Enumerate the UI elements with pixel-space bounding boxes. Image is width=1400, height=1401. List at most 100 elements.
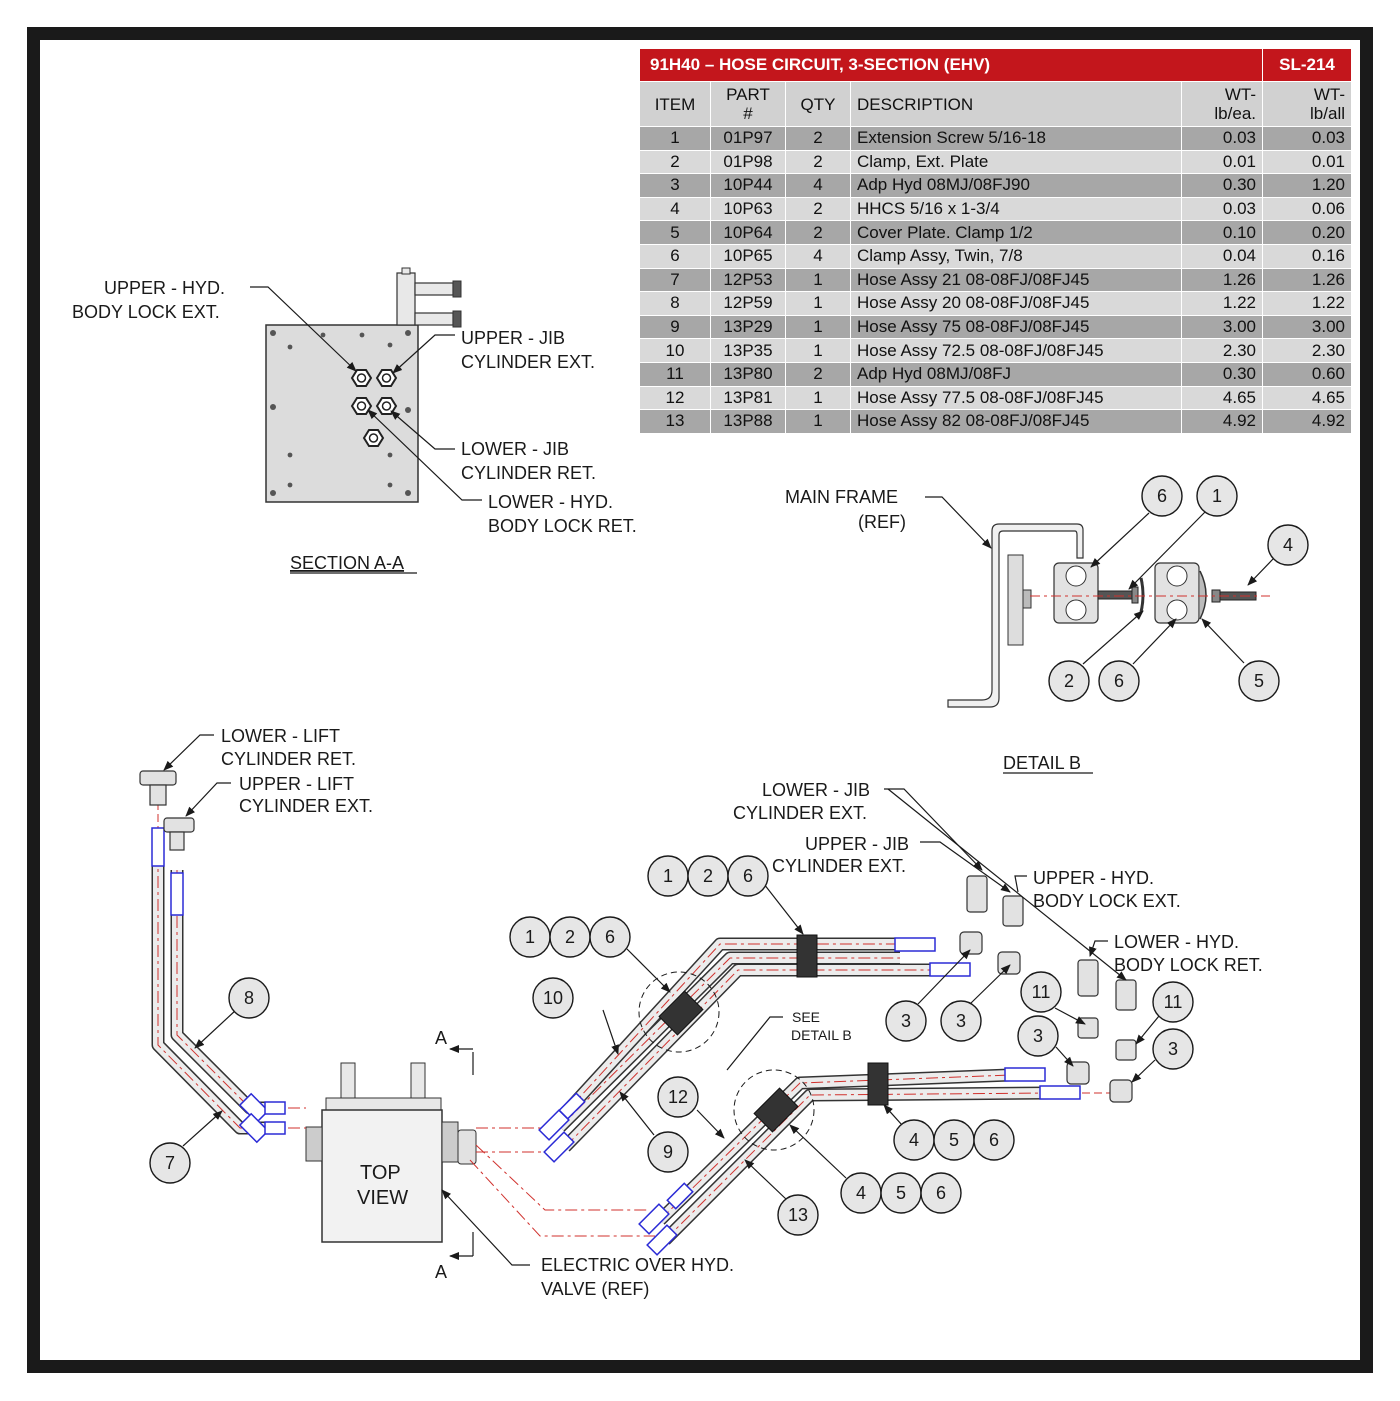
label-lower-jib-ext-line2: CYLINDER EXT. — [733, 803, 867, 823]
item-bubble — [589, 916, 631, 958]
bill-of-materials-table: 91H40 – HOSE CIRCUIT, 3-SECTION (EHV) SL… — [639, 48, 1352, 434]
col-wt-each-text: WT- lb/ea. — [1214, 85, 1256, 123]
bom-cell-wt-each: 0.10 — [1181, 220, 1263, 245]
item-bubble — [1048, 660, 1090, 702]
bom-cell-description: Adp Hyd 08MJ/08FJ — [850, 361, 1182, 387]
bom-sheet-number: SL-214 — [1262, 48, 1352, 82]
item-bubble-number: 3 — [901, 1011, 911, 1031]
item-bubble — [1238, 660, 1280, 702]
bom-cell-item: 9 — [639, 314, 711, 340]
item-bubble-number: 4 — [1283, 535, 1293, 555]
item-bubble-number: 10 — [543, 988, 563, 1008]
label-upper-hyd-ext-line1: UPPER - HYD. — [1033, 868, 1154, 888]
item-bubble — [657, 1076, 699, 1118]
col-part-text: PART # — [726, 85, 770, 123]
top-view-label-line2: VIEW — [357, 1187, 408, 1209]
bom-cell-wt-each: 2.30 — [1181, 338, 1263, 363]
item-bubble — [532, 977, 574, 1019]
bom-cell-wt-each: 0.04 — [1181, 243, 1263, 269]
bom-cell-part: 13P81 — [710, 385, 786, 411]
col-description: DESCRIPTION — [850, 81, 1182, 127]
bom-cell-wt-each: 0.03 — [1181, 126, 1263, 151]
bom-cell-item: 5 — [639, 220, 711, 245]
bom-cell-description: Hose Assy 82 08-08FJ/08FJ45 — [850, 409, 1182, 434]
bom-cell-description: HHCS 5/16 x 1-3/4 — [850, 196, 1182, 222]
bom-cell-qty: 2 — [785, 126, 851, 151]
bom-cell-part: 13P29 — [710, 314, 786, 340]
bom-cell-wt-all: 0.16 — [1262, 243, 1352, 269]
bom-cell-wt-all: 0.03 — [1262, 126, 1352, 151]
bom-cell-description: Hose Assy 20 08-08FJ/08FJ45 — [850, 291, 1182, 316]
section-marker-top: A — [435, 1028, 447, 1048]
bom-cell-description: Hose Assy 72.5 08-08FJ/08FJ45 — [850, 338, 1182, 363]
label-lower-hyd-line1: LOWER - HYD. — [488, 492, 613, 512]
label-see-detail-line1: SEE — [792, 1009, 820, 1025]
bom-cell-part: 10P64 — [710, 220, 786, 245]
col-wt-each: WT- lb/ea. — [1181, 81, 1263, 127]
item-bubble-number: 6 — [605, 927, 615, 947]
bom-cell-qty: 4 — [785, 173, 851, 198]
bom-cell-qty: 2 — [785, 361, 851, 387]
bom-cell-wt-all: 1.20 — [1262, 173, 1352, 198]
item-bubble-number: 6 — [936, 1183, 946, 1203]
label-lower-hyd-line2: BODY LOCK RET. — [488, 516, 637, 536]
item-bubble-number: 5 — [896, 1183, 906, 1203]
item-bubble — [1152, 981, 1194, 1023]
bom-cell-wt-all: 0.01 — [1262, 149, 1352, 175]
bom-cell-description: Hose Assy 77.5 08-08FJ/08FJ45 — [850, 385, 1182, 411]
top-view-label-line1: TOP — [360, 1162, 401, 1184]
bom-cell-part: 01P97 — [710, 126, 786, 151]
item-bubble-number: 7 — [165, 1153, 175, 1173]
item-bubble — [228, 977, 270, 1019]
item-bubble-number: 5 — [949, 1130, 959, 1150]
bom-cell-description: Extension Screw 5/16-18 — [850, 126, 1182, 151]
item-bubble-number: 1 — [525, 927, 535, 947]
item-bubble-number: 6 — [989, 1130, 999, 1150]
bom-cell-wt-all: 1.26 — [1262, 267, 1352, 293]
label-upper-hyd-line2: BODY LOCK EXT. — [72, 302, 220, 322]
bom-cell-item: 4 — [639, 196, 711, 222]
bom-cell-wt-all: 1.22 — [1262, 291, 1352, 316]
label-lower-jib-line1: LOWER - JIB — [461, 439, 569, 459]
bom-cell-item: 3 — [639, 173, 711, 198]
item-bubble-number: 6 — [743, 866, 753, 886]
section-aa-title: SECTION A-A — [290, 553, 404, 573]
item-bubble — [777, 1194, 819, 1236]
bom-cell-description: Adp Hyd 08MJ/08FJ90 — [850, 173, 1182, 198]
item-bubble — [647, 1131, 689, 1173]
item-bubble — [1141, 475, 1183, 517]
label-valve-line1: ELECTRIC OVER HYD. — [541, 1255, 734, 1275]
bom-cell-qty: 1 — [785, 338, 851, 363]
item-bubble-number: 6 — [1157, 486, 1167, 506]
label-lower-jib-line2: CYLINDER RET. — [461, 463, 596, 483]
bom-cell-wt-all: 0.06 — [1262, 196, 1352, 222]
bom-cell-wt-each: 0.01 — [1181, 149, 1263, 175]
item-bubble — [727, 855, 769, 897]
item-bubble-number: 11 — [1164, 992, 1183, 1012]
bom-cell-wt-all: 0.20 — [1262, 220, 1352, 245]
bom-cell-part: 13P88 — [710, 409, 786, 434]
bom-cell-wt-each: 3.00 — [1181, 314, 1263, 340]
item-bubble-number: 2 — [565, 927, 575, 947]
col-wt-all-text: WT- lb/all — [1310, 85, 1345, 123]
bom-cell-part: 13P35 — [710, 338, 786, 363]
item-bubble — [1020, 971, 1062, 1013]
detail-b-view: MAIN FRAME (REF) DETAIL B — [785, 487, 1274, 774]
bom-cell-description: Clamp, Ext. Plate — [850, 149, 1182, 175]
col-part: PART # — [710, 81, 786, 127]
bom-cell-item: 1 — [639, 126, 711, 151]
bom-cell-item: 7 — [639, 267, 711, 293]
bom-cell-description: Hose Assy 21 08-08FJ/08FJ45 — [850, 267, 1182, 293]
main-top-view: LOWER - LIFT CYLINDER RET. UPPER - LIFT … — [139, 726, 1263, 1299]
detail-b-title: DETAIL B — [1003, 753, 1081, 773]
item-bubble — [1196, 475, 1238, 517]
bom-cell-qty: 2 — [785, 149, 851, 175]
item-bubble-number: 9 — [663, 1142, 673, 1162]
